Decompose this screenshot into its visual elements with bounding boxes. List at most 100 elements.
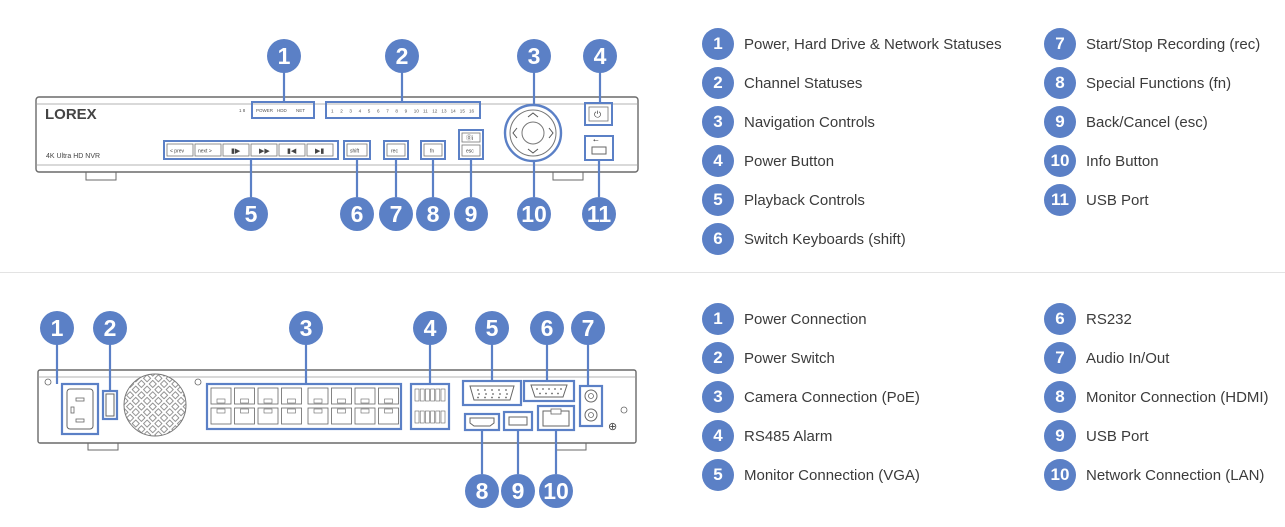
poe-camera-port[interactable] [281,407,302,425]
info-button[interactable] [461,132,481,143]
rs485-pin [435,388,441,402]
poe-camera-port[interactable] [234,387,255,405]
rs232-port[interactable] [530,384,568,398]
poe-camera-port[interactable] [378,407,399,425]
back-legend-item: 4 RS485 Alarm [702,420,832,452]
front-callout-2-circle [385,39,419,73]
poe-camera-port[interactable] [378,387,399,405]
camera-poe-ports-outline [205,382,403,431]
prev-button[interactable] [166,143,194,157]
fn-button[interactable] [423,143,443,157]
poe-port-latch [337,408,346,414]
esc-button[interactable] [461,144,481,157]
rs485-pin [414,388,420,402]
back-panel: ⊕ [37,369,637,451]
rs485-pin [440,388,446,402]
info-icon: ⓪i [466,134,473,142]
back-leader-lines [55,344,590,474]
vga-pin [491,389,493,391]
poe-camera-port[interactable] [331,407,352,425]
front-legend-item: 4 Power Button [702,145,834,177]
power-connection-outline [60,382,100,436]
poe-camera-port[interactable] [354,407,376,425]
legend-number-badge: 9 [1044,420,1076,452]
status-net-label: NET [296,108,305,113]
poe-camera-port[interactable] [257,407,279,425]
vga-pin [498,389,500,391]
legend-label: Network Connection (LAN) [1086,466,1265,484]
poe-camera-port[interactable] [307,407,329,425]
front-callout-6: 6 [351,201,364,227]
rs232-pins [536,388,562,395]
channel-status-label: 15 [460,109,466,114]
rs485-pin [414,410,420,424]
front-callout-2: 2 [396,43,409,69]
legend-label: Power Button [744,152,835,170]
fast-forward-button[interactable] [250,143,278,157]
front-leader-lines [249,72,602,197]
status-power-label: POWER [256,108,274,113]
power-button-outline [584,102,613,126]
vga-port[interactable] [469,385,515,401]
audio-in-jack[interactable] [584,389,598,403]
poe-port-latch [263,398,273,404]
poe-camera-port[interactable] [234,407,255,425]
front-legend-item: 11 USB Port [1044,184,1149,216]
legend-number-badge: 3 [702,381,734,413]
front-callout-5-circle [234,197,268,231]
rs232-pin [545,392,547,395]
power-button[interactable] [588,106,609,122]
vga-pin [492,393,494,395]
screw [44,378,52,386]
poe-camera-port[interactable] [281,387,302,405]
rs485-alarm-terminal[interactable] [414,388,446,424]
skip-forward-button[interactable] [306,143,334,157]
audio-ports-outline [578,384,604,428]
back-usb-port[interactable] [508,416,528,426]
rs485-pin [430,388,435,402]
front-legend-item: 7 Start/Stop Recording (rec) [1044,28,1260,60]
navigation-controls [503,103,563,163]
front-callout-11: 11 [587,201,612,227]
rec-button[interactable] [386,143,406,157]
vga-pin [484,389,486,391]
hdmi-port[interactable] [469,417,495,427]
rs232-pin [554,388,556,390]
poe-camera-port[interactable] [331,387,352,405]
vga-pin [505,396,507,399]
legend-label: Navigation Controls [744,113,875,131]
poe-port-latch [337,398,346,404]
rs232-pin [557,392,559,395]
nav-up-icon [527,112,539,118]
play-pause-button[interactable] [222,143,250,157]
power-switch[interactable] [105,393,115,417]
front-foot-left [85,171,117,181]
vga-pin [506,393,508,395]
front-callout-5: 5 [245,201,258,227]
legend-number-badge: 5 [702,459,734,491]
poe-camera-port[interactable] [307,387,329,405]
usb-port[interactable] [591,146,607,155]
navigation-center-button[interactable] [521,121,545,145]
prev-button-label: < prev [170,149,185,155]
shift-button[interactable] [346,143,368,157]
poe-camera-port[interactable] [354,387,376,405]
next-button[interactable] [194,143,222,157]
poe-camera-port[interactable] [210,387,232,405]
rs232-port-outline [522,379,576,403]
vga-pin [498,396,500,399]
poe-port-latch [384,408,393,414]
skip-back-button[interactable] [278,143,306,157]
audio-out-jack[interactable] [584,408,598,422]
legend-label: Monitor Connection (VGA) [744,466,920,484]
front-callout-9-circle [454,197,488,231]
back-callout-3-circle [289,311,323,345]
legend-label: USB Port [1086,191,1149,209]
back-callout-5: 5 [486,315,499,341]
poe-port-latch [287,398,296,404]
legend-number-badge: 1 [702,28,734,60]
model-label: 4K Ultra HD NVR [46,153,100,160]
poe-camera-port[interactable] [210,407,232,425]
power-connection[interactable] [66,388,94,430]
poe-camera-port[interactable] [257,387,279,405]
